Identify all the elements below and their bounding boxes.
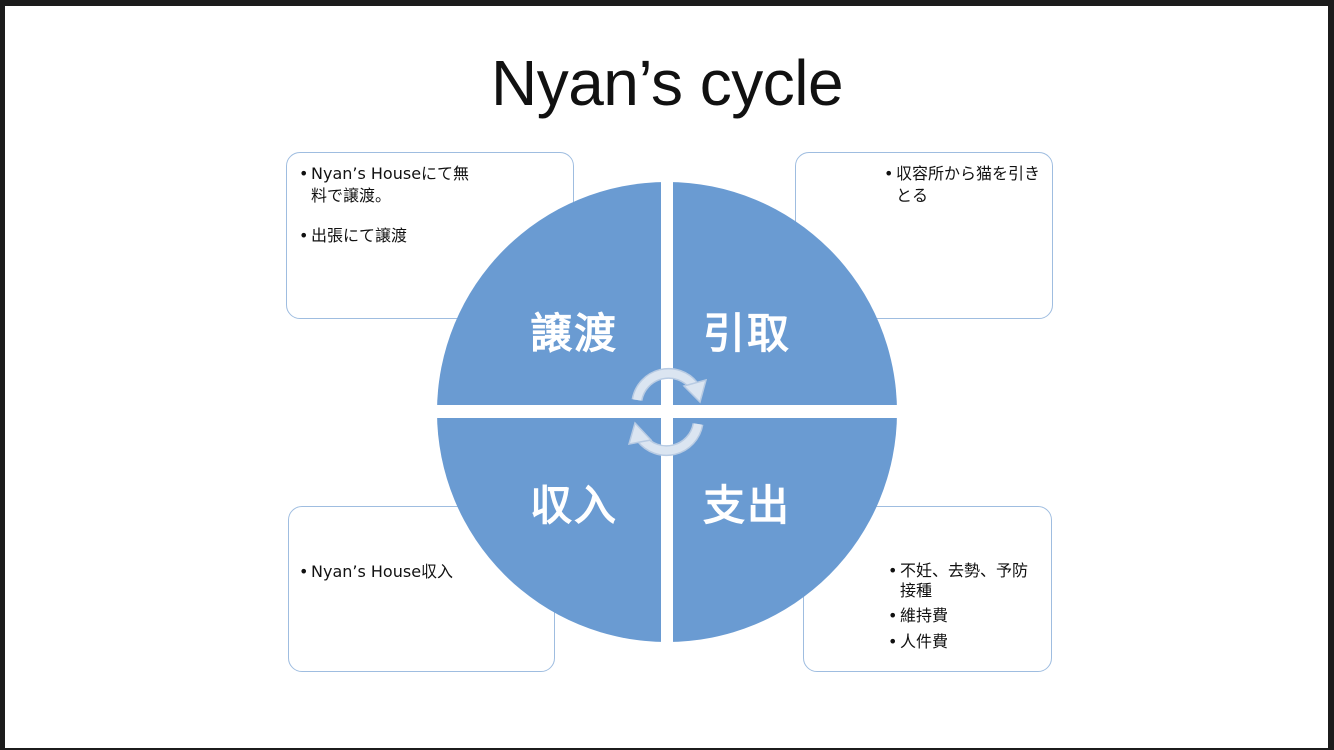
quadrant-top-right <box>673 182 897 405</box>
bullet-item: Nyan’s Houseにて無料で譲渡。 <box>299 163 471 207</box>
bullet-item: 人件費 <box>888 631 1051 653</box>
quadrant-top-left <box>437 182 661 405</box>
slide-title: Nyan’s cycle <box>490 47 844 119</box>
bullet-item: 収容所から猫を引きとる <box>884 163 1046 207</box>
bullet-item: 不妊、去勢、予防接種 <box>888 561 1040 601</box>
quadrant-label-transfer: 譲渡 <box>530 309 619 358</box>
quadrant-bottom-left <box>437 418 661 642</box>
bullet-item: 出張にて譲渡 <box>299 225 573 247</box>
quadrant-label-intake: 引取 <box>703 309 792 358</box>
quadrant-label-expense: 支出 <box>703 481 792 530</box>
bullet-item: Nyan’s House収入 <box>299 561 554 583</box>
bullet-item: 維持費 <box>888 605 1051 627</box>
cycle-arrow-bottom-icon <box>627 421 704 457</box>
cycle-arrow-top-icon <box>631 367 708 404</box>
quadrant-bottom-right <box>673 418 897 642</box>
quadrant-label-income: 収入 <box>530 481 619 530</box>
